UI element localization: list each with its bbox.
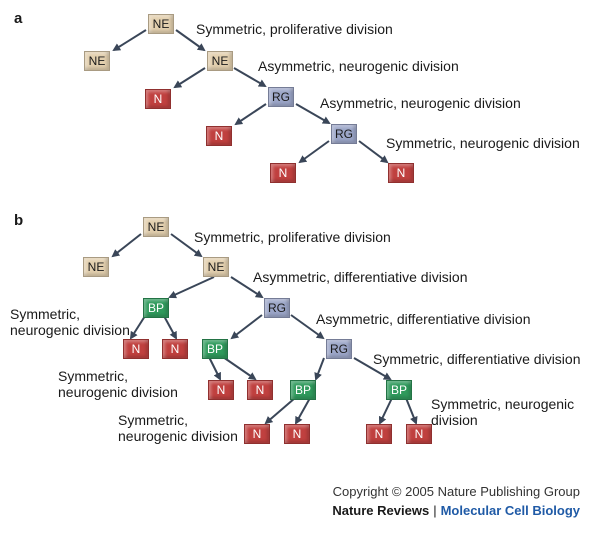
division-label: Asymmetric, neurogenic division bbox=[258, 58, 459, 74]
node-n: N bbox=[284, 424, 310, 444]
node-rg: RG bbox=[326, 339, 352, 359]
subjournal-name: Molecular Cell Biology bbox=[440, 503, 580, 518]
division-arrow bbox=[163, 315, 177, 340]
copyright-text: Copyright © 2005 Nature Publishing Group bbox=[332, 484, 580, 499]
node-n: N bbox=[206, 126, 232, 146]
panel-b-letter: b bbox=[14, 212, 24, 229]
node-rg: RG bbox=[264, 298, 290, 318]
journal-name: Nature Reviews bbox=[332, 503, 430, 518]
node-n: N bbox=[123, 339, 149, 359]
division-label: Symmetric, neurogenic division bbox=[118, 412, 238, 444]
division-arrow bbox=[175, 29, 206, 52]
node-n: N bbox=[406, 424, 432, 444]
node-n: N bbox=[162, 339, 188, 359]
division-arrow bbox=[112, 29, 147, 52]
node-rg: RG bbox=[268, 87, 294, 107]
division-label: Symmetric, proliferative division bbox=[196, 21, 393, 37]
division-arrow bbox=[295, 397, 311, 425]
division-arrow bbox=[168, 276, 215, 299]
division-arrow bbox=[298, 140, 330, 164]
division-arrow bbox=[314, 357, 325, 381]
division-label: Symmetric, proliferative division bbox=[194, 229, 391, 245]
division-arrow bbox=[405, 397, 418, 425]
node-n: N bbox=[388, 163, 414, 183]
division-label: Asymmetric, neurogenic division bbox=[320, 95, 521, 111]
division-arrow bbox=[353, 357, 392, 381]
division-arrow bbox=[111, 233, 142, 258]
division-arrow bbox=[378, 397, 393, 425]
division-arrow bbox=[129, 315, 146, 340]
division-arrow bbox=[233, 67, 267, 88]
division-label: Symmetric, neurogenic division bbox=[431, 396, 575, 428]
division-arrow bbox=[170, 233, 203, 258]
node-bp: BP bbox=[202, 339, 228, 359]
division-arrow bbox=[358, 140, 389, 164]
node-rg: RG bbox=[331, 124, 357, 144]
node-n: N bbox=[244, 424, 270, 444]
division-label: Symmetric, neurogenic division bbox=[10, 306, 130, 338]
node-ne: NE bbox=[84, 51, 110, 71]
node-ne: NE bbox=[143, 217, 169, 237]
division-label: Symmetric, differentiative division bbox=[373, 351, 581, 367]
node-bp: BP bbox=[143, 298, 169, 318]
panel-a-letter: a bbox=[14, 10, 23, 27]
node-n: N bbox=[145, 89, 171, 109]
division-label: Asymmetric, differentiative division bbox=[253, 269, 468, 285]
node-ne: NE bbox=[148, 14, 174, 34]
division-arrow bbox=[222, 356, 257, 381]
division-arrow bbox=[208, 356, 221, 381]
division-arrow bbox=[230, 276, 264, 299]
node-bp: BP bbox=[386, 380, 412, 400]
journal-separator: | bbox=[433, 503, 437, 518]
node-n: N bbox=[208, 380, 234, 400]
node-n: N bbox=[247, 380, 273, 400]
division-arrow bbox=[234, 103, 267, 126]
node-n: N bbox=[366, 424, 392, 444]
division-arrow bbox=[230, 314, 263, 340]
division-arrow bbox=[264, 397, 296, 425]
node-ne: NE bbox=[203, 257, 229, 277]
division-arrow bbox=[173, 67, 206, 89]
division-label: Asymmetric, differentiative division bbox=[316, 311, 531, 327]
node-n: N bbox=[270, 163, 296, 183]
node-ne: NE bbox=[83, 257, 109, 277]
node-bp: BP bbox=[290, 380, 316, 400]
division-arrow bbox=[290, 314, 325, 340]
division-arrow bbox=[295, 103, 331, 124]
division-label: Symmetric, neurogenic division bbox=[58, 368, 178, 400]
journal-credit: Nature Reviews|Molecular Cell Biology bbox=[332, 503, 580, 518]
division-label: Symmetric, neurogenic division bbox=[386, 135, 580, 151]
node-ne: NE bbox=[207, 51, 233, 71]
